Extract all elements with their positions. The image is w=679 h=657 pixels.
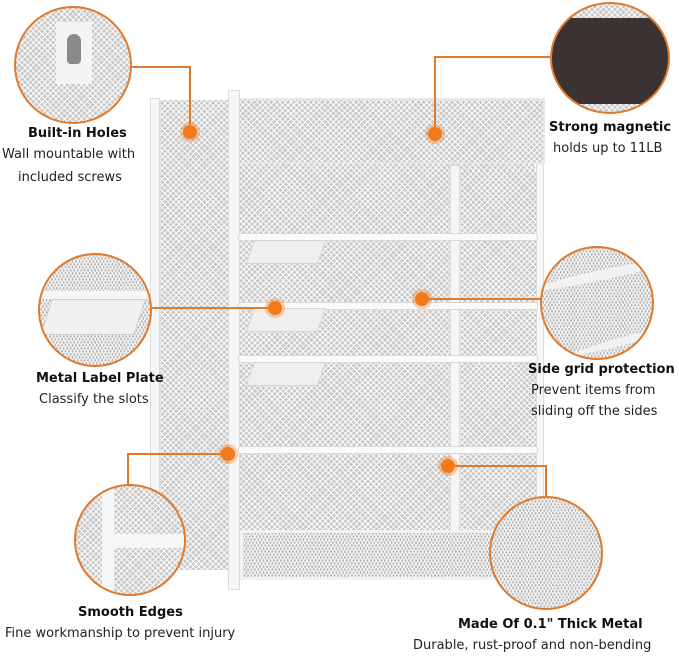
keyhole-icon [67, 34, 81, 64]
edge-bar [114, 534, 184, 548]
feature-desc: sliding off the sides [531, 404, 658, 419]
top-shelf [235, 98, 545, 164]
edge-post [102, 486, 114, 594]
label-plate-1 [245, 240, 327, 264]
feature-desc: Classify the slots [39, 392, 149, 407]
zoom-circle-smooth-edges [74, 484, 186, 596]
marker-dot-metal-label-plate [268, 301, 282, 315]
slot-rail-2 [238, 302, 538, 310]
label-plate-rail [40, 291, 150, 299]
side-rail-curve-1 [542, 255, 652, 295]
marker-dot-strong-magnetic [428, 127, 442, 141]
connector-built-in-holes-h [132, 66, 190, 68]
connector-thick-metal-v [545, 465, 547, 497]
magnet-edge-bottom [552, 104, 668, 112]
magnet-edge-top [552, 4, 668, 18]
label-plate-2 [245, 308, 327, 332]
feature-desc: Prevent items from [531, 383, 656, 398]
marker-dot-thick-metal [441, 459, 455, 473]
bottom-tray [240, 530, 540, 580]
connector-strong-magnetic-h [434, 56, 552, 58]
connector-metal-label-plate [152, 307, 278, 309]
marker-dot-side-grid-protection [415, 292, 429, 306]
slot-rail-3 [238, 355, 538, 363]
label-plate-closeup [40, 299, 146, 335]
zoom-circle-strong-magnetic [550, 2, 670, 114]
zoom-circle-built-in-holes [14, 6, 132, 124]
label-plate-3 [245, 362, 327, 386]
left-side-panel [156, 100, 236, 570]
side-rail-curve-2 [572, 321, 652, 358]
feature-desc: included screws [18, 170, 122, 185]
left-frame-inner [228, 90, 240, 590]
connector-thick-metal-h [448, 465, 546, 467]
right-frame-edge [536, 130, 544, 550]
zoom-circle-side-grid-protection [540, 246, 654, 360]
feature-title: Made Of 0.1" Thick Metal [458, 617, 643, 632]
connector-smooth-edges-v [127, 453, 129, 486]
feature-title: Strong magnetic [549, 120, 672, 135]
connector-built-in-holes-v [189, 66, 191, 129]
marker-dot-smooth-edges [221, 447, 235, 461]
zoom-circle-thick-metal [489, 496, 603, 610]
connector-smooth-edges-h [128, 453, 228, 455]
marker-dot-built-in-holes [183, 125, 197, 139]
feature-desc: Durable, rust-proof and non-bending [413, 638, 652, 653]
feature-title: Built-in Holes [28, 126, 127, 141]
feature-title: Side grid protection [528, 362, 675, 377]
product-image [150, 90, 560, 590]
feature-title: Metal Label Plate [36, 371, 164, 386]
feature-desc: Fine workmanship to prevent injury [5, 626, 236, 641]
feature-desc: holds up to 11LB [553, 141, 663, 156]
connector-strong-magnetic-v [434, 56, 436, 132]
connector-side-grid-protection [422, 298, 542, 300]
zoom-circle-metal-label-plate [38, 253, 152, 367]
feature-title: Smooth Edges [78, 605, 183, 620]
slot-rail-1 [238, 233, 538, 241]
slot-rail-4 [238, 446, 538, 454]
feature-desc: Wall mountable with [2, 147, 136, 162]
